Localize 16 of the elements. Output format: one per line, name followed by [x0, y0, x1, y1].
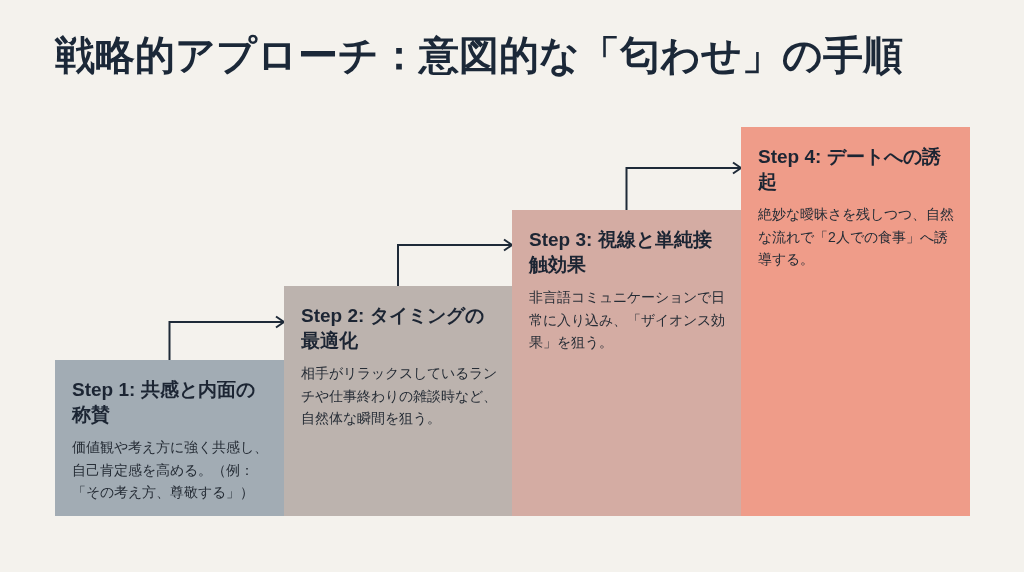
step-heading: Step 2: タイミングの最適化 — [301, 304, 485, 353]
connector-arrow — [625, 161, 742, 211]
connector-arrow — [397, 238, 513, 287]
step-description: 相手がリラックスしているランチや仕事終わりの雑談時など、自然体な瞬間を狙う。 — [301, 364, 498, 429]
title: 戦略的アプローチ：意図的な「匂わせ」の手順 — [55, 32, 903, 79]
step-heading: Step 1: 共感と内面の称賛 — [72, 378, 256, 427]
step-box — [741, 127, 970, 516]
step-heading: Step 4: デートへの誘起 — [758, 145, 942, 194]
step-box — [55, 360, 284, 516]
step-description: 非言語コミュニケーションで日常に入り込み、「ザイオンス効果」を狙う。 — [529, 288, 726, 353]
connector-arrow — [168, 315, 285, 361]
step-heading: Step 3: 視線と単純接触効果 — [529, 228, 713, 277]
step-box — [512, 210, 741, 516]
step-box — [284, 286, 512, 516]
step-description: 絶妙な曖昧さを残しつつ、自然な流れで「2人での食事」へ誘導する。 — [758, 205, 955, 270]
step-description: 価値観や考え方に強く共感し、自己肯定感を高める。（例：「その考え方、尊敬する」） — [72, 438, 269, 503]
